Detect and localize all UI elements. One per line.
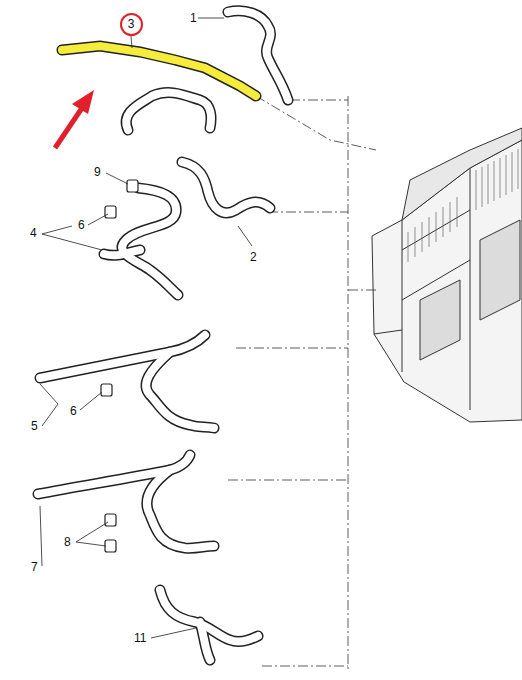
drawing-stroke bbox=[147, 470, 214, 548]
drawing-stroke bbox=[146, 352, 214, 428]
drawing-stroke bbox=[488, 164, 489, 204]
drawing-stroke bbox=[122, 188, 178, 295]
callout-number: 8 bbox=[64, 535, 71, 549]
drawing-stroke bbox=[450, 202, 451, 232]
drawing-stroke bbox=[105, 540, 116, 552]
drawing-stroke bbox=[40, 506, 42, 566]
pointer-arrow bbox=[55, 90, 94, 148]
housing-vents bbox=[408, 149, 518, 262]
drawing-stroke bbox=[55, 108, 82, 148]
drawing-stroke bbox=[42, 226, 102, 250]
drawing-stroke bbox=[238, 226, 252, 246]
drawing-stroke bbox=[348, 96, 349, 672]
drawing-stroke bbox=[182, 162, 270, 213]
hoses bbox=[38, 11, 288, 660]
drawing-stroke bbox=[80, 392, 102, 410]
drawing-stroke bbox=[131, 36, 132, 48]
callout-number: 2 bbox=[250, 250, 257, 264]
drawing-stroke bbox=[40, 335, 205, 378]
drawing-stroke bbox=[518, 149, 519, 189]
drawing-stroke bbox=[457, 197, 458, 227]
drawing-stroke bbox=[228, 480, 348, 481]
drawing-stroke bbox=[151, 628, 196, 638]
drawing-stroke bbox=[420, 220, 520, 360]
drawing-stroke bbox=[256, 96, 376, 150]
callout-number: 6 bbox=[70, 404, 77, 418]
drawing-stroke bbox=[348, 290, 376, 291]
drawing-stroke bbox=[476, 170, 477, 210]
callout-number: 3 bbox=[128, 17, 135, 31]
drawing-stroke bbox=[182, 162, 270, 213]
drawing-stroke bbox=[104, 250, 140, 255]
drawing-stroke bbox=[40, 384, 58, 426]
drawing-stroke bbox=[106, 173, 128, 184]
drawing-stroke bbox=[512, 152, 513, 192]
drawing-stroke bbox=[146, 352, 214, 428]
drawing-stroke bbox=[104, 250, 140, 255]
callout-circle: 3 bbox=[120, 13, 143, 36]
drawing-stroke bbox=[200, 622, 210, 660]
drawing-stroke bbox=[415, 227, 416, 257]
drawing-stroke bbox=[101, 384, 112, 396]
callout-number: 1 bbox=[190, 11, 197, 25]
drawing-stroke bbox=[105, 206, 116, 218]
drawing-stroke bbox=[147, 470, 214, 548]
callout-number: 5 bbox=[31, 419, 38, 433]
drawing-stroke bbox=[160, 590, 258, 642]
drawing-stroke bbox=[198, 18, 224, 19]
assembly-lines bbox=[228, 96, 376, 672]
drawing-stroke bbox=[506, 155, 507, 195]
drawing-stroke bbox=[482, 167, 483, 207]
drawing-stroke bbox=[402, 128, 522, 220]
drawing-stroke bbox=[126, 93, 211, 130]
drawing-stroke bbox=[408, 232, 409, 262]
callout-number: 7 bbox=[31, 560, 38, 574]
drawing-stroke bbox=[76, 522, 108, 546]
drawing-stroke bbox=[443, 207, 444, 237]
callout-number: 9 bbox=[94, 165, 101, 179]
drawing-stroke bbox=[88, 214, 108, 225]
drawing-stroke bbox=[127, 180, 138, 192]
drawing-stroke bbox=[262, 666, 348, 667]
drawing-stroke bbox=[122, 188, 178, 295]
heater-housing bbox=[372, 128, 522, 422]
callout-number: 4 bbox=[30, 226, 37, 240]
leader-lines bbox=[40, 18, 252, 638]
drawing-stroke bbox=[40, 335, 205, 378]
drawing-stroke bbox=[268, 212, 348, 213]
drawing-stroke bbox=[62, 46, 256, 96]
drawing-stroke bbox=[500, 158, 501, 198]
drawing-stroke bbox=[105, 514, 116, 526]
drawing-stroke bbox=[494, 161, 495, 201]
drawing-stroke bbox=[72, 90, 94, 114]
drawing-stroke bbox=[236, 348, 348, 349]
drawing-stroke bbox=[290, 100, 348, 101]
callout-number: 6 bbox=[78, 218, 85, 232]
callout-number: 11 bbox=[134, 631, 146, 645]
drawing-stroke bbox=[436, 212, 437, 242]
drawing-stroke bbox=[422, 222, 423, 252]
drawing-stroke bbox=[429, 217, 430, 247]
drawing-stroke bbox=[160, 590, 258, 642]
drawing-stroke bbox=[126, 93, 211, 130]
